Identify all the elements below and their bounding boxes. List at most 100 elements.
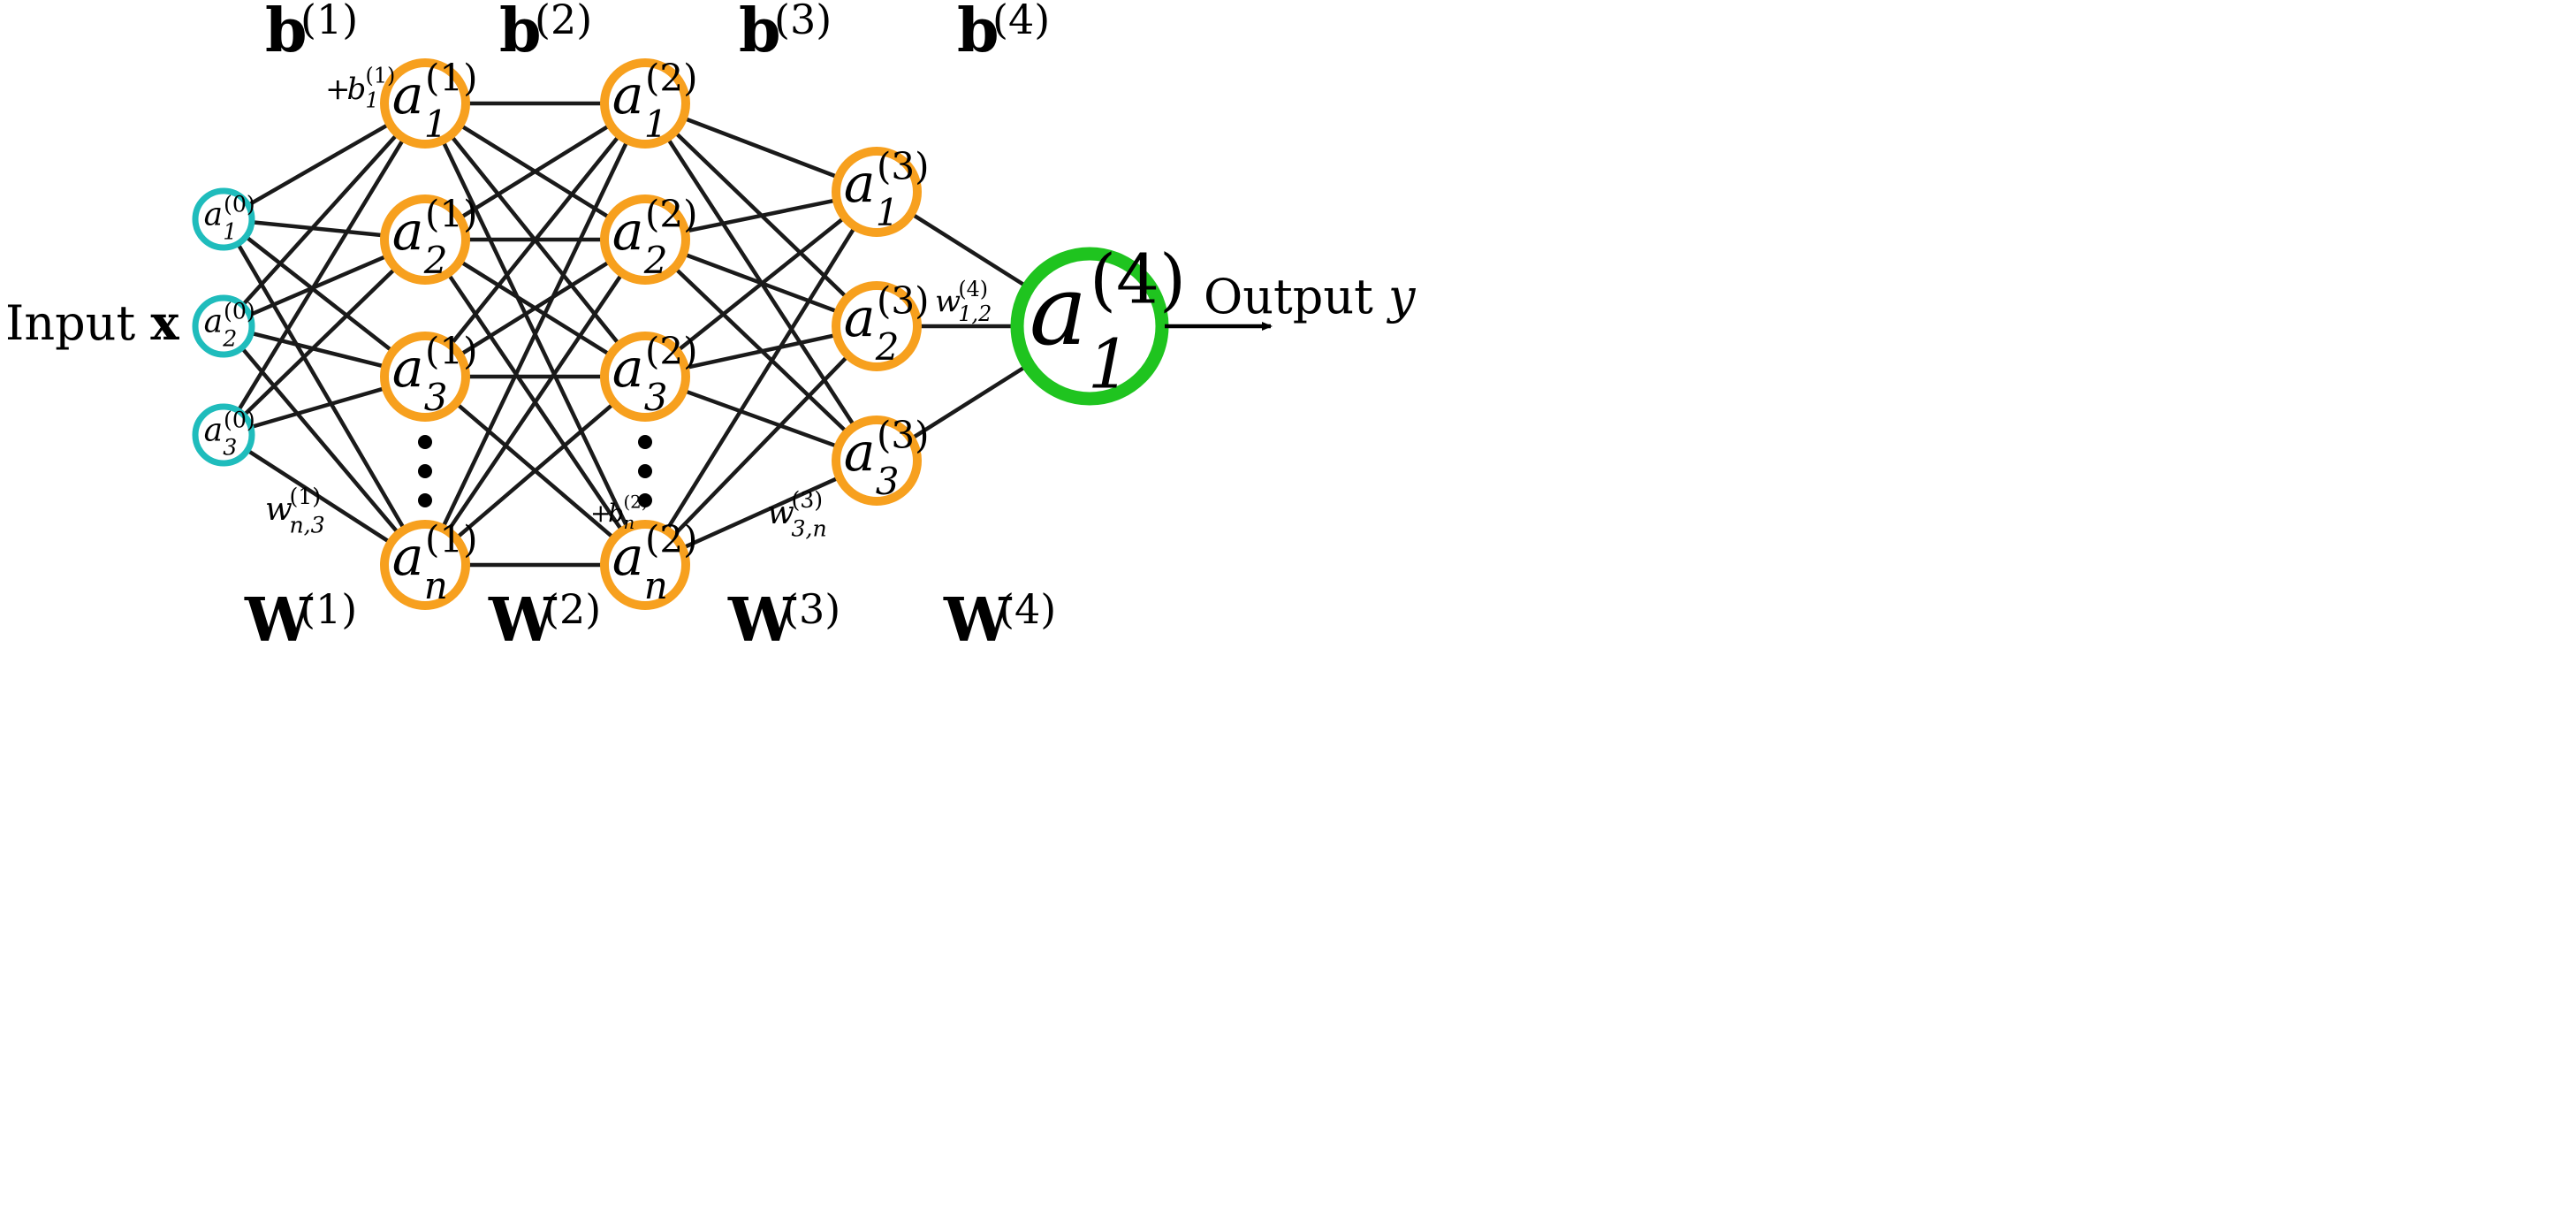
neuron-label-superscript: (3) bbox=[877, 414, 930, 457]
edge-l2-n3-to-l3-n3 bbox=[682, 388, 840, 449]
neuron-circle bbox=[600, 520, 690, 610]
neuron-label-subscript: 1 bbox=[223, 219, 237, 245]
neuron-input-2: a(0)2 bbox=[192, 294, 255, 358]
neuron-label-subscript: 1 bbox=[424, 103, 448, 146]
neuron-label-superscript: (3) bbox=[877, 279, 930, 323]
bias-b1-annotation: +b(1)1 bbox=[325, 63, 395, 112]
weight-w3-annotation-superscript: (3) bbox=[791, 487, 823, 513]
neuron-label-subscript: 1 bbox=[876, 191, 900, 234]
weight-header-base: W bbox=[727, 585, 797, 656]
neuron-label-superscript: (0) bbox=[224, 407, 255, 432]
neuron-circle bbox=[380, 58, 470, 149]
edge-l0-n2-to-l1-n2 bbox=[248, 254, 389, 317]
neuron-label-superscript: (1) bbox=[425, 518, 478, 561]
input-label: Input x bbox=[5, 294, 179, 351]
neuron-label-subscript: 3 bbox=[644, 376, 668, 419]
bias-bn2-annotation-subscript: n bbox=[624, 513, 635, 533]
weight-w3-annotation: w(3)3,n bbox=[767, 487, 827, 541]
connections bbox=[236, 101, 1030, 568]
output-symbol: y bbox=[1387, 269, 1417, 324]
input-label-text: Input x bbox=[5, 294, 179, 351]
neuron-label-subscript: n bbox=[644, 564, 668, 607]
weight-w4-annotation-base: w bbox=[935, 284, 961, 319]
ellipsis-dots-layer-1 bbox=[418, 435, 432, 507]
edge-l2-n4-to-l3-n2 bbox=[672, 354, 850, 538]
input-symbol: x bbox=[150, 294, 179, 351]
neuron-label-subscript: 3 bbox=[223, 435, 237, 461]
edge-l0-n2-to-l1-n1 bbox=[240, 132, 399, 307]
neuron-hidden-2-n: a(2)n bbox=[600, 518, 698, 610]
weight-header-base: W bbox=[943, 585, 1013, 656]
weight-header-3: W(3) bbox=[727, 585, 840, 656]
weight-w4-annotation-superscript: (4) bbox=[958, 277, 988, 301]
neuron-input-3: a(0) 3 bbox=[192, 403, 255, 467]
neuron-label-base: a bbox=[392, 526, 424, 588]
neuron-label-base: a bbox=[392, 338, 424, 400]
edge-l0-n3-to-l1-n2 bbox=[242, 266, 398, 417]
neuron-circle bbox=[832, 147, 922, 237]
neuron-label-superscript: (0) bbox=[224, 191, 255, 217]
neuron-circle bbox=[832, 416, 922, 506]
neuron-label-base: a bbox=[204, 196, 223, 233]
output-label-text: Output y bbox=[1204, 269, 1417, 324]
edge-l1-n4-to-l2-n2 bbox=[445, 271, 625, 533]
edge-l0-n2-to-l1-n4 bbox=[239, 346, 401, 536]
neuron-hidden-2-1: a(2)1 bbox=[600, 57, 698, 149]
weight-w4-annotation: w(4)1,2 bbox=[935, 277, 992, 326]
weight-w3-annotation-base: w bbox=[767, 495, 794, 531]
bias-b1-annotation-superscript: (1) bbox=[366, 63, 396, 88]
bias-header-base: b bbox=[739, 0, 781, 66]
neuron-input-1: a(0)1 bbox=[192, 187, 255, 251]
bias-header-superscript: (2) bbox=[535, 0, 592, 43]
neuron-label-base: a bbox=[392, 201, 424, 263]
neuron-label-base: a bbox=[204, 412, 223, 448]
neuron-circle bbox=[380, 332, 470, 422]
neuron-label-subscript: 2 bbox=[222, 326, 237, 352]
neuron-circle bbox=[380, 520, 470, 610]
edge-l1-n4-to-l2-n3 bbox=[454, 401, 616, 540]
ellipsis-dot bbox=[418, 435, 432, 449]
neuron-hidden-3-2: a(3)2 bbox=[832, 279, 930, 371]
neurons: a(0)1a(0)2a(0)3a(1)1a(1)2a(1)3a(1)na(2)1… bbox=[192, 57, 1186, 610]
edge-l2-n4-to-l3-n3 bbox=[681, 475, 840, 551]
edge-l2-n3-to-l3-n1 bbox=[675, 215, 847, 354]
edge-l0-n1-to-l1-n3 bbox=[244, 234, 395, 354]
neuron-circle bbox=[1010, 247, 1169, 406]
edge-l0-n1-to-l1-n2 bbox=[251, 219, 385, 238]
edge-l3-n1-to-l4-n1 bbox=[909, 211, 1030, 290]
weight-w1-annotation-superscript: (1) bbox=[289, 484, 321, 509]
weight-w1-annotation-subscript: n,3 bbox=[289, 512, 324, 538]
weight-w1-annotation: w(1) n,3 bbox=[265, 484, 325, 538]
output-label: Output y bbox=[1204, 269, 1417, 324]
neuron-label-superscript: (2) bbox=[645, 330, 698, 373]
neuron-label-superscript: (2) bbox=[645, 57, 698, 100]
neuron-label-superscript: (1) bbox=[425, 330, 478, 373]
output-word: Output bbox=[1204, 269, 1388, 324]
ellipsis-dots-layer-2 bbox=[638, 435, 652, 507]
bias-b1-annotation-prefix: + bbox=[325, 72, 351, 107]
bias-bn2-annotation: +b(2)n bbox=[590, 492, 648, 533]
edge-l0-n3-to-l1-n1 bbox=[236, 137, 407, 412]
neuron-hidden-1-2: a(1)2 bbox=[380, 193, 478, 285]
neuron-hidden-1-n: a(1)n bbox=[380, 518, 478, 610]
neuron-label-subscript: 2 bbox=[643, 239, 668, 282]
neuron-label-subscript: 1 bbox=[1088, 325, 1131, 404]
weight-w1-annotation-base: w bbox=[265, 492, 293, 528]
bias-b1-annotation-base: b bbox=[346, 72, 366, 107]
bias-bn2-annotation-superscript: (2) bbox=[624, 492, 649, 513]
neuron-label-superscript: (4) bbox=[1090, 241, 1186, 320]
neuron-circle bbox=[192, 187, 255, 251]
bias-header-1: b(1) bbox=[265, 0, 358, 66]
neuron-circle bbox=[192, 294, 255, 358]
edge-l3-n3-to-l4-n1 bbox=[909, 362, 1030, 441]
neuron-label-subscript: 2 bbox=[875, 325, 900, 369]
neuron-circle bbox=[600, 194, 690, 285]
neuron-hidden-1-1: a(1)1 bbox=[380, 57, 478, 149]
edge-l1-n3-to-l2-n1 bbox=[449, 133, 621, 347]
edge-l0-n1-to-l1-n4 bbox=[236, 242, 407, 531]
bias-bn2-annotation-prefix: + bbox=[590, 499, 611, 528]
neuron-label-superscript: (2) bbox=[645, 518, 698, 561]
edge-l2-n4-to-l3-n1 bbox=[665, 225, 857, 532]
edge-l2-n3-to-l3-n2 bbox=[684, 332, 838, 370]
